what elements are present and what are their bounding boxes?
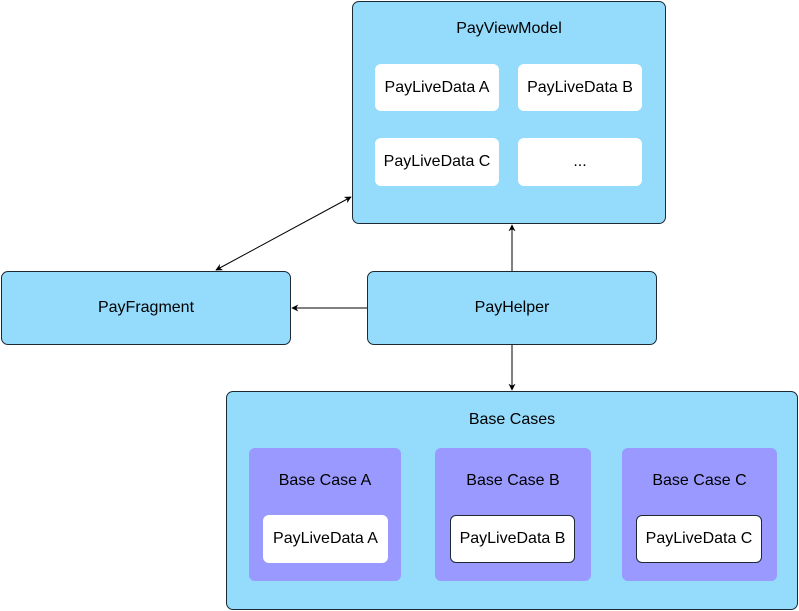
base-cases-title: Base Cases [468,411,556,428]
viewmodel-livedata-a[interactable]: PayLiveData A [375,64,499,111]
payviewmodel-container[interactable]: PayViewModel [352,1,666,224]
base-case-b-livedata[interactable]: PayLiveData B [450,515,575,563]
base-case-c-title: Base Case C [652,472,747,489]
payviewmodel-title: PayViewModel [456,20,562,37]
base-case-a-title: Base Case A [278,472,372,489]
viewmodel-livedata-c[interactable]: PayLiveData C [375,138,499,186]
viewmodel-livedata-b[interactable]: PayLiveData B [518,64,642,111]
viewmodel-more-items[interactable]: ... [518,138,642,186]
base-case-a-livedata[interactable]: PayLiveData A [263,515,388,563]
base-case-c-livedata[interactable]: PayLiveData C [636,515,762,563]
base-case-b-title: Base Case B [466,472,560,489]
payfragment-box[interactable]: PayFragment [1,271,291,345]
fragment-viewmodel-arrow [215,196,352,271]
payhelper-box[interactable]: PayHelper [367,271,657,345]
